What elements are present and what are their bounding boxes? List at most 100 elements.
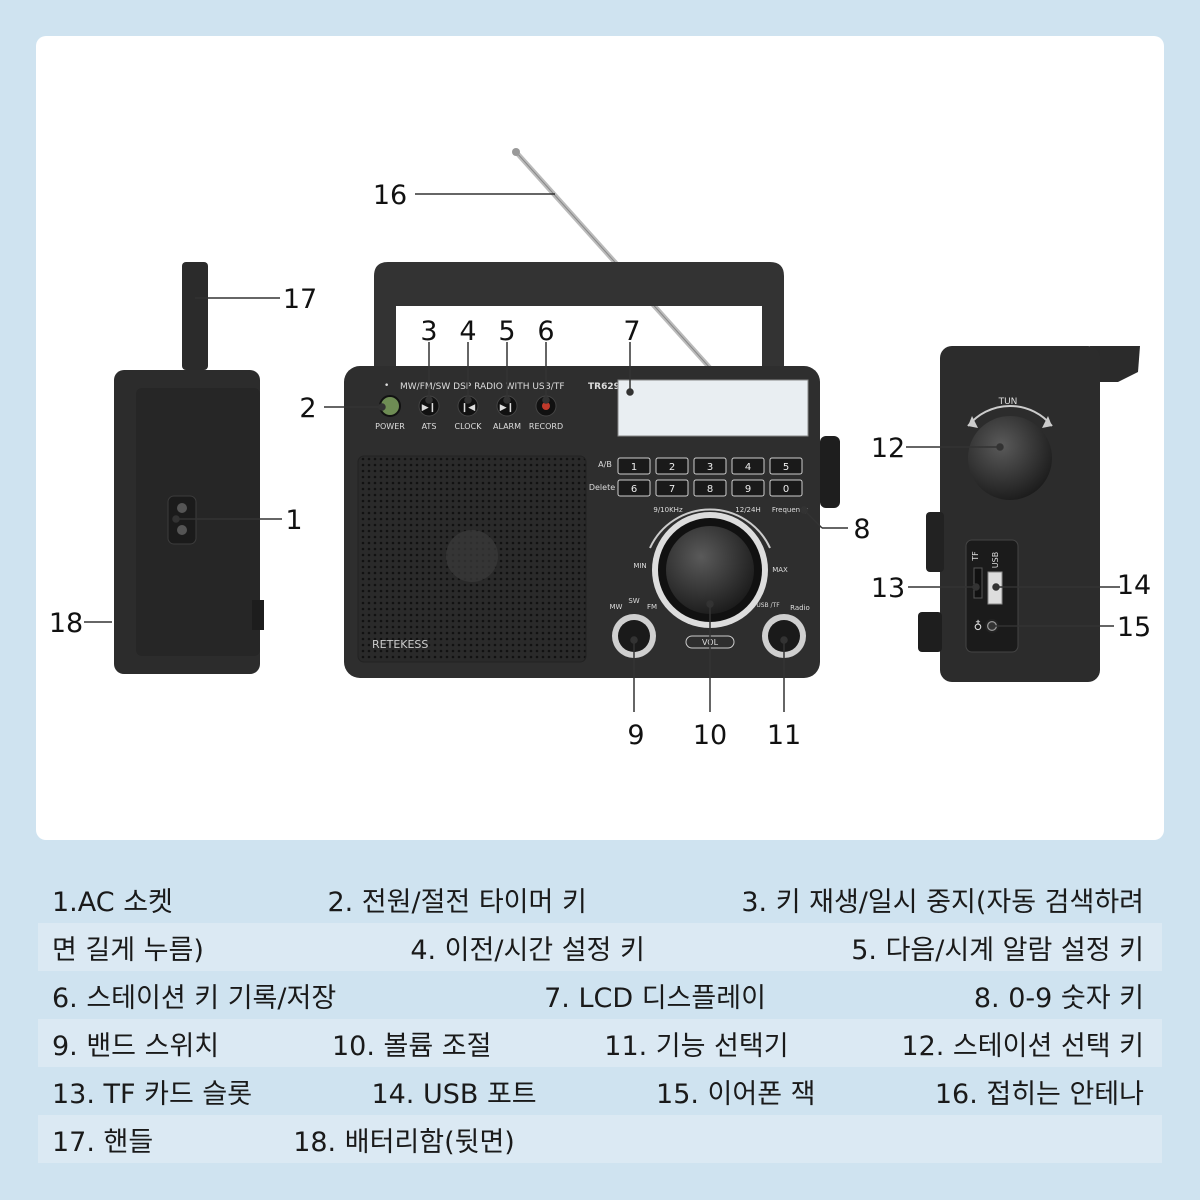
legend-item-2: 2. 전원/절전 타이머 키 [327,886,587,918]
number-key-label: 8 [707,484,713,495]
legend-row: 1.AC 소켓 2. 전원/절전 타이머 키 3. 키 재생/일시 중지(자동 … [38,875,1162,923]
legend-row: 17. 핸들 18. 배터리함(뒷면) [38,1115,1162,1163]
tf-label: TF [971,551,980,562]
callout-4: 4 [459,316,476,347]
frequency-label: Frequency [772,506,808,514]
callout-1: 1 [285,505,302,536]
radio-diagram: TUN TF USB ♁ • MW/FM/SW DSP RADIO WITH U… [49,148,1151,751]
legend-item-3-cont: 면 길게 누름) [52,934,204,966]
callout-2: 2 [299,393,316,424]
front-view: • MW/FM/SW DSP RADIO WITH USB/TF TR629 ▶… [344,148,840,678]
tf-slot-icon [973,567,983,599]
legend-item-10: 10. 볼륨 조절 [331,1030,492,1062]
model-number: TR629 [588,382,620,392]
previous-icon: ❙◀ [461,403,476,413]
legend-item-9: 9. 밴드 스위치 [52,1030,220,1062]
sw-label: SW [628,597,639,605]
left-side-view [114,262,264,674]
hour-label: 12/24H [735,506,760,514]
number-key-label: 7 [669,484,675,495]
callout-18: 18 [49,608,83,639]
max-label: MAX [772,566,788,574]
leader-lines [84,193,1120,712]
lcd-display [617,379,809,437]
record-label: RECORD [529,422,563,431]
power-label: POWER [375,422,405,431]
clock-label: CLOCK [455,422,483,431]
number-key-label: 4 [745,462,751,473]
legend-row: 면 길게 누름) 4. 이전/시간 설정 키 5. 다음/시계 알람 설정 키 [38,923,1162,971]
mw-label: MW [610,603,623,611]
number-key-label: 6 [631,484,637,495]
radio-label: Radio [790,604,810,612]
legend-item-7: 7. LCD 디스플레이 [544,982,766,1014]
callout-12: 12 [871,433,905,464]
number-key-3[interactable] [693,457,727,475]
legend-item-14: 14. USB 포트 [371,1078,537,1110]
callout-7: 7 [623,316,640,347]
usb-label: USB [991,552,1000,568]
handle [374,262,784,372]
play-pause-icon: ▶❙ [422,403,436,413]
callout-8: 8 [853,514,870,545]
legend-item-12: 12. 스테이션 선택 키 [901,1030,1144,1062]
legend-item-1: 1.AC 소켓 [52,886,173,918]
number-key-label: 5 [783,462,789,473]
min-label: MIN [633,562,646,570]
number-key-label: 0 [783,484,789,495]
callout-9: 9 [627,720,644,751]
callout-10: 10 [693,720,727,751]
fm-label: FM [647,603,657,611]
number-key-7[interactable] [655,479,689,497]
legend-item-15: 15. 이어폰 잭 [656,1078,816,1110]
callout-3: 3 [420,316,437,347]
number-key-0[interactable] [769,479,803,497]
callout-11: 11 [767,720,801,751]
tun-label: TUN [998,397,1018,407]
legend-item-11: 11. 기능 선택기 [604,1030,789,1062]
callout-15: 15 [1117,612,1151,643]
next-icon: ▶❙ [500,403,514,413]
legend-item-17: 17. 핸들 [52,1126,154,1158]
right-side-view: TUN TF USB ♁ [918,346,1140,682]
usb-tf-label: USB /TF [756,602,780,609]
callout-6: 6 [537,316,554,347]
step-label: 9/10KHz [653,506,683,514]
number-key-6[interactable] [617,479,651,497]
number-key-2[interactable] [655,457,689,475]
number-key-label: 9 [745,484,751,495]
volume-knob[interactable] [666,526,754,614]
record-icon [542,402,550,410]
number-key-label: 3 [707,462,713,473]
legend-row: 13. TF 카드 슬롯 14. USB 포트 15. 이어폰 잭 16. 접히… [38,1067,1162,1115]
callout-5: 5 [498,316,515,347]
callout-14: 14 [1117,570,1151,601]
delete-label: Delete [589,483,615,492]
callout-16: 16 [373,180,407,211]
ats-label: ATS [422,422,437,431]
tuning-knob-icon [968,416,1052,500]
legend-item-8: 8. 0-9 숫자 키 [973,982,1144,1014]
legend-row: 9. 밴드 스위치 10. 볼륨 조절 11. 기능 선택기 12. 스테이션 … [38,1019,1162,1067]
number-key-4[interactable] [731,457,765,475]
brand-logo: RETEKESS [372,638,428,651]
legend-item-16: 16. 접히는 안테나 [934,1078,1144,1110]
legend-item-6: 6. 스테이션 키 기록/저장 [52,982,337,1014]
svg-text:♁: ♁ [974,619,983,633]
alarm-label: ALARM [493,422,521,431]
legend-item-4: 4. 이전/시간 설정 키 [410,934,645,966]
callout-13: 13 [871,573,905,604]
legend-item-5: 5. 다음/시계 알람 설정 키 [851,934,1144,966]
number-key-label: 2 [669,462,675,473]
ab-label: A/B [598,460,612,469]
legend-item-3: 3. 키 재생/일시 중지(자동 검색하려 [741,886,1144,918]
number-key-8[interactable] [693,479,727,497]
number-key-9[interactable] [731,479,765,497]
legend-row: 6. 스테이션 키 기록/저장 7. LCD 디스플레이 8. 0-9 숫자 키 [38,971,1162,1019]
callout-numbers: 1 2 3 4 5 6 7 8 9 10 11 12 13 14 15 16 1… [49,180,1151,751]
legend-item-18: 18. 배터리함(뒷면) [293,1126,515,1158]
model-line: MW/FM/SW DSP RADIO WITH USB/TF [400,382,565,392]
number-key-1[interactable] [617,457,651,475]
number-key-5[interactable] [769,457,803,475]
